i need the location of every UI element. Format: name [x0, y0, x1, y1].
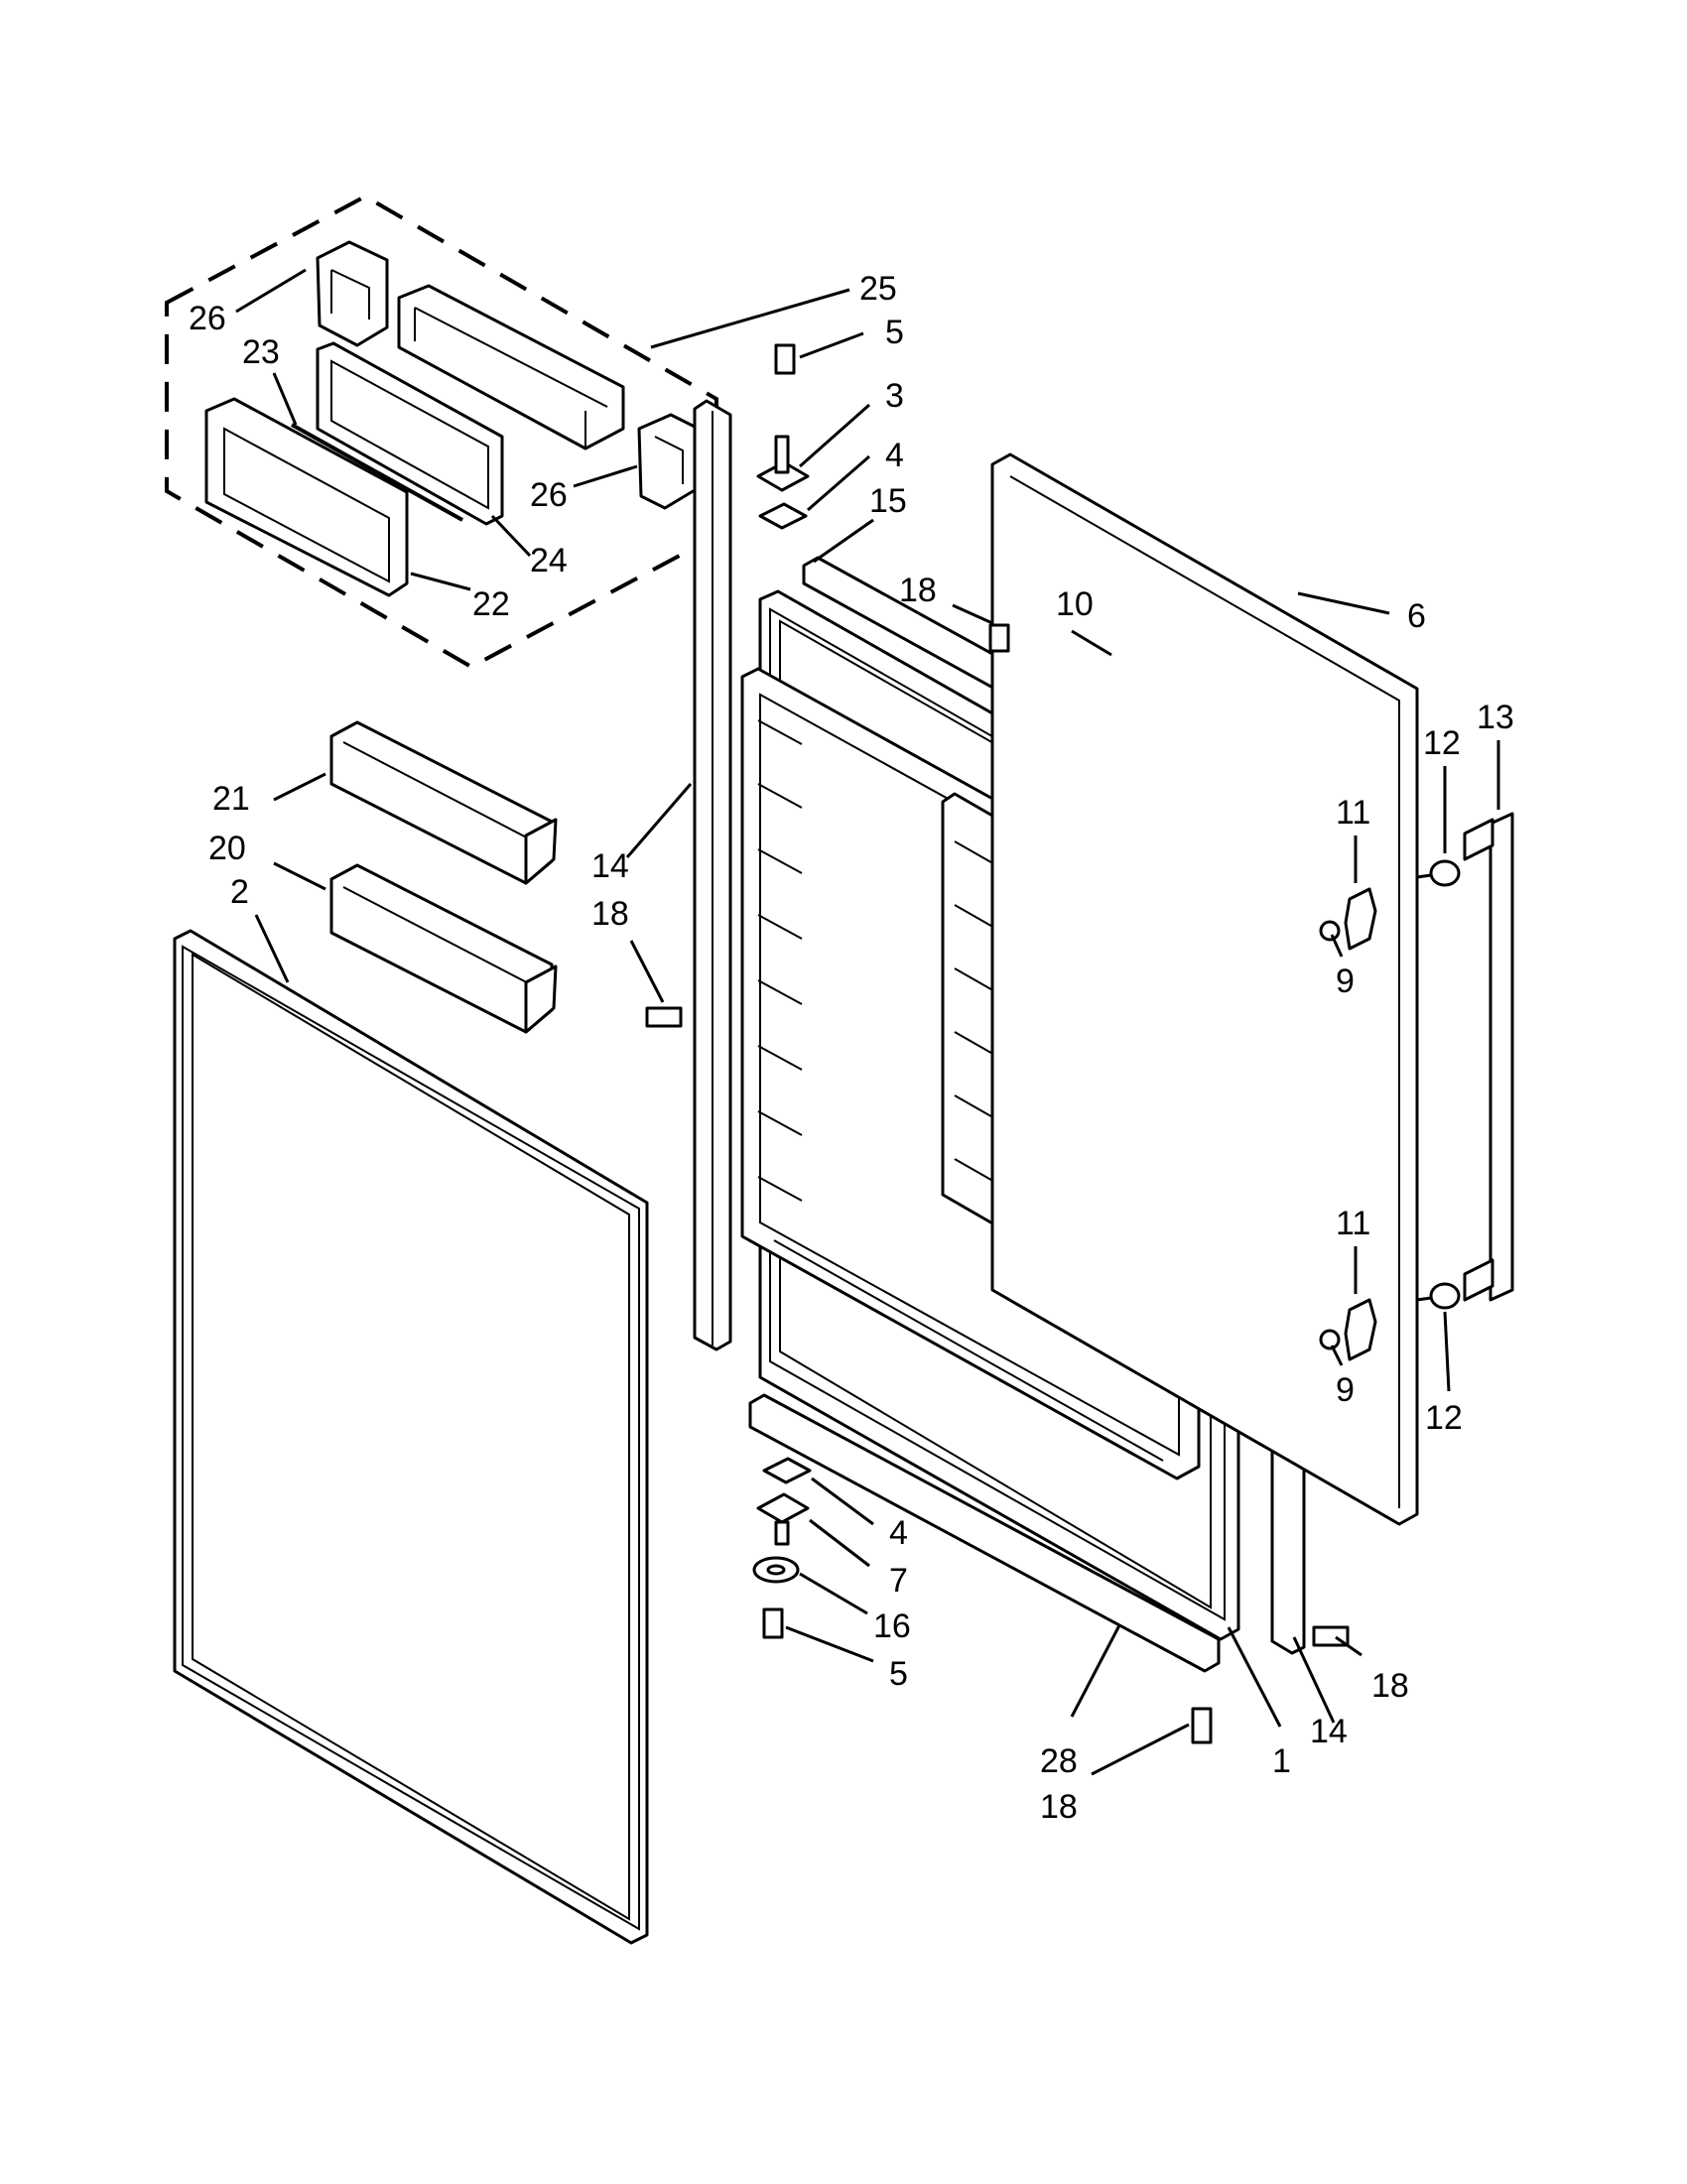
part-7-hinge-bottom [756, 1492, 810, 1546]
callout-7: 7 [889, 1562, 908, 1600]
callout-9b: 9 [1336, 1371, 1355, 1409]
part-12-spacer-lower [1416, 1282, 1461, 1310]
part-11-plate-lower [1344, 1298, 1377, 1361]
screw-9-lower [1319, 1329, 1341, 1350]
callout-10: 10 [1056, 585, 1094, 623]
callout-5b: 5 [889, 1655, 908, 1693]
callout-14a: 14 [591, 847, 629, 885]
part-4-shim-bottom [762, 1457, 812, 1484]
screw-5-bottom [762, 1607, 784, 1639]
part-12-spacer-upper [1416, 859, 1461, 887]
callout-3: 3 [885, 377, 904, 415]
callout-22: 22 [472, 585, 510, 623]
part-14-trim-left [693, 399, 732, 1351]
part-26-bracket-upper [316, 240, 389, 347]
callout-18b: 18 [591, 895, 629, 933]
screw-5-top [774, 343, 796, 375]
callout-18d: 18 [1371, 1667, 1409, 1705]
part-21-door-bin [329, 720, 558, 885]
part-4-shim-top [758, 502, 808, 530]
callout-5a: 5 [885, 314, 904, 351]
callout-labels: 26 25 23 5 3 4 15 26 24 22 18 10 6 13 12… [189, 270, 1514, 1826]
callout-18c: 18 [1040, 1788, 1078, 1826]
callout-11b: 11 [1336, 1205, 1370, 1242]
part-23-strip [291, 423, 463, 522]
screw-9-upper [1319, 920, 1341, 942]
callout-21: 21 [212, 780, 250, 818]
part-3-hinge-top [756, 435, 810, 492]
part-25-drawer-bin [397, 284, 625, 450]
callout-13: 13 [1477, 699, 1514, 736]
callout-23: 23 [242, 333, 280, 371]
callout-6: 6 [1407, 597, 1426, 635]
callout-14b: 14 [1310, 1713, 1348, 1750]
part-13-handle [1463, 812, 1514, 1302]
callout-20: 20 [208, 830, 246, 867]
callout-25: 25 [859, 270, 897, 308]
door-liner-ribs [757, 719, 1008, 1226]
part-22-drawer-front [204, 397, 409, 597]
callout-12b: 12 [1425, 1399, 1463, 1437]
callout-4b: 4 [889, 1514, 908, 1552]
part-11-plate-upper [1344, 887, 1377, 951]
screw-18-left [645, 1006, 683, 1028]
callout-1: 1 [1272, 1742, 1291, 1780]
leader-lines [235, 268, 1500, 1776]
callout-24: 24 [530, 542, 568, 579]
part-24-drawer-frame [316, 341, 504, 526]
callout-2: 2 [230, 873, 249, 911]
callout-18a: 18 [899, 572, 937, 609]
callout-11a: 11 [1336, 794, 1370, 832]
part-28-bottom-bracket [748, 1393, 1221, 1673]
part-16-washer [752, 1556, 800, 1584]
callout-4a: 4 [885, 437, 904, 474]
part-26-bracket-lower [637, 413, 697, 510]
callout-26a: 26 [189, 300, 226, 337]
callout-12a: 12 [1423, 724, 1461, 762]
callout-15: 15 [869, 482, 907, 520]
callout-28: 28 [1040, 1742, 1078, 1780]
callout-16: 16 [873, 1607, 911, 1645]
part-6-door-panel [990, 452, 1419, 1526]
screw-18-bottom [1191, 1707, 1213, 1744]
callout-9a: 9 [1336, 963, 1355, 1000]
callout-26b: 26 [530, 476, 568, 514]
part-20-door-bin [329, 863, 558, 1034]
part-2-gasket [173, 929, 649, 1945]
screw-18-top [988, 623, 1010, 653]
